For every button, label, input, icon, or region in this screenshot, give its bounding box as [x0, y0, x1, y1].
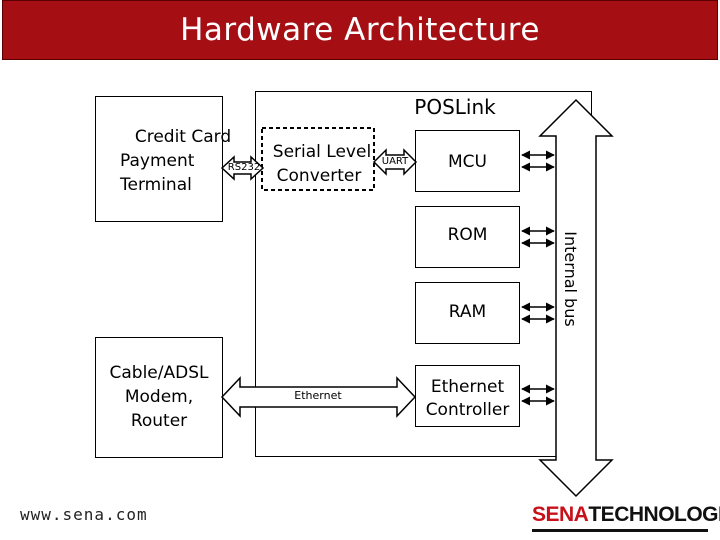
ethernet-controller-line-1: Ethernet — [430, 377, 505, 397]
ethernet-controller-line-2: Controller — [425, 400, 510, 420]
logo-brand: SENA — [532, 503, 589, 526]
rom-label: ROM — [447, 225, 488, 245]
ethernet-link-label: Ethernet — [294, 389, 342, 402]
serial-converter-box — [261, 127, 375, 191]
rom-box — [415, 206, 520, 268]
credit-card-terminal-box — [95, 96, 223, 222]
uart-label: UART — [381, 156, 409, 167]
ram-box — [415, 282, 520, 344]
title-bar: Hardware Architecture — [2, 0, 718, 60]
website-url[interactable]: www.sena.com — [20, 505, 148, 524]
mcu-label: MCU — [448, 152, 487, 172]
internal-bus-label: Internal bus — [561, 231, 580, 327]
ethernet-controller-box — [415, 365, 520, 427]
rs232-label: RS232 — [227, 162, 261, 173]
serial-converter-line-1: Serial Level — [272, 142, 372, 162]
ram-label: RAM — [448, 302, 487, 322]
terminal-label-line-2: Payment — [120, 151, 195, 171]
sena-logo: SENA TECHNOLOGIES — [532, 503, 720, 527]
poslink-label: POSLink — [414, 95, 496, 119]
internal-bus-arrow — [538, 98, 614, 498]
rs232-arrow — [220, 155, 265, 181]
modem-label-line-3: Router — [130, 411, 188, 431]
terminal-label-line-1: Credit Card — [134, 127, 232, 147]
slide-title: Hardware Architecture — [180, 12, 540, 48]
logo-underline — [532, 529, 708, 532]
modem-label-line-1: Cable/ADSL — [109, 363, 209, 383]
modem-label-line-2: Modem, — [124, 387, 194, 407]
ethernet-arrow — [220, 376, 417, 418]
modem-router-box — [95, 337, 223, 458]
logo-suffix: TECHNOLOGIES — [588, 503, 720, 526]
terminal-label-line-3: Terminal — [120, 175, 192, 195]
serial-converter-line-2: Converter — [276, 166, 362, 186]
uart-arrow — [372, 148, 418, 176]
